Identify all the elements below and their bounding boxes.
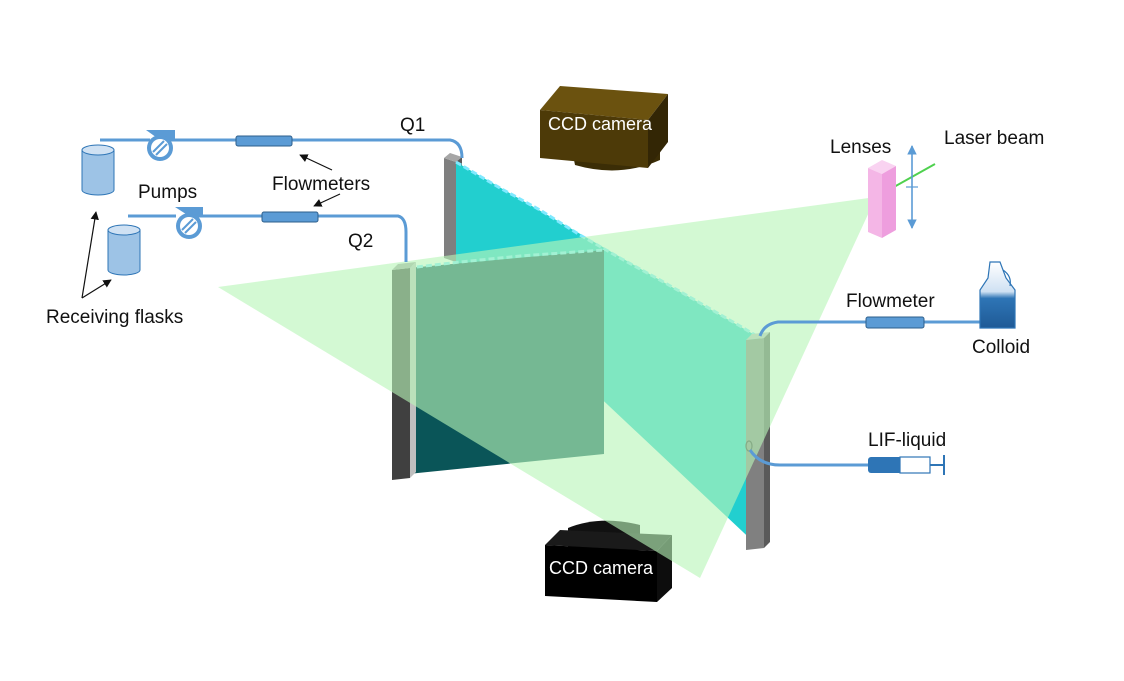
syringe-icon — [868, 455, 945, 475]
label-q1: Q1 — [400, 115, 425, 136]
tubing — [100, 138, 985, 467]
label-q2: Q2 — [348, 231, 373, 252]
label-lif-liquid: LIF-liquid — [868, 430, 946, 451]
label-flowmeters: Flowmeters — [272, 174, 370, 195]
label-pumps: Pumps — [138, 182, 197, 203]
annotation-arrows — [81, 154, 341, 299]
lens-icon — [868, 145, 918, 238]
laser-sheet — [218, 197, 876, 578]
flask-icon — [107, 224, 141, 276]
label-receiving-flasks: Receiving flasks — [46, 307, 183, 328]
label-ccd-camera-top: CCD camera — [548, 114, 653, 134]
label-lenses: Lenses — [830, 137, 891, 158]
label-colloid: Colloid — [972, 337, 1030, 358]
pump-icon — [175, 207, 203, 239]
flowmeter-icon — [865, 316, 925, 329]
label-laser-beam: Laser beam — [944, 128, 1044, 149]
label-ccd-camera-bottom: CCD camera — [549, 558, 654, 578]
label-flowmeter: Flowmeter — [846, 291, 935, 312]
ccd-camera-top — [540, 86, 668, 171]
flask-icon — [81, 144, 115, 196]
pump-icon — [146, 130, 175, 161]
flowmeter-icon — [261, 211, 319, 223]
flowmeter-icon — [235, 135, 293, 147]
bottle-icon — [979, 261, 1016, 329]
